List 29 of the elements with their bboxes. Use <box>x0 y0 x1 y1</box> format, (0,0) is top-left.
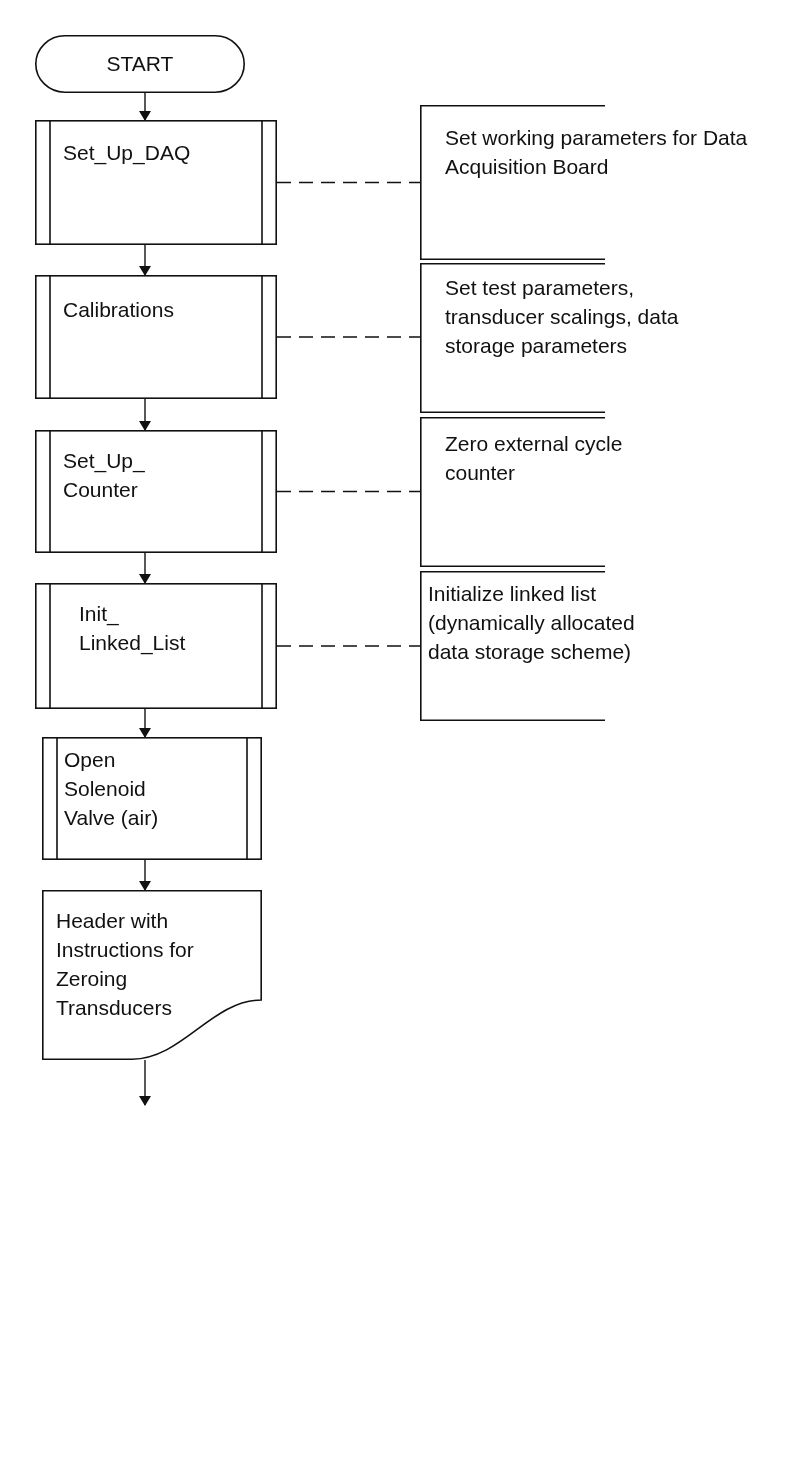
arrow <box>139 398 151 431</box>
dashed-connector <box>276 490 421 493</box>
annotation-text: Set test parameters, transducer scalings, data storage parameters <box>445 275 680 359</box>
dashed-connector <box>276 336 421 338</box>
node-label: Set_Up_DAQ <box>63 140 192 167</box>
annotation-text: Zero external cycle counter <box>445 431 624 486</box>
arrow <box>139 552 151 584</box>
document-shape <box>42 890 262 1060</box>
predefined-process-box <box>35 583 277 709</box>
predefined-process-box <box>35 430 277 553</box>
start-terminator <box>35 35 245 93</box>
node-label: START <box>105 51 175 77</box>
node-label: Calibrations <box>63 297 175 323</box>
predefined-process-box <box>35 275 277 399</box>
arrow <box>139 708 151 738</box>
node-label: Init_ Linked_List <box>79 601 187 657</box>
dashed-connector <box>276 181 421 184</box>
annotation-text: Set working parameters for Data Acquisition Board <box>445 125 749 180</box>
arrow <box>139 1059 151 1106</box>
arrow <box>139 859 151 891</box>
node-label: Open Solenoid Valve (air) <box>64 747 160 831</box>
arrow <box>139 244 151 276</box>
node-label: Header with Instructions for Zeroing Transducers <box>56 908 195 1021</box>
arrow <box>139 92 151 121</box>
annotation-text: Initialize linked list (dynamically allocated data storage scheme) <box>428 581 636 665</box>
node-label: Set_Up_ Counter <box>63 448 146 503</box>
dashed-connector <box>276 645 421 647</box>
predefined-process-box <box>35 120 277 245</box>
predefined-process-box <box>42 737 262 860</box>
